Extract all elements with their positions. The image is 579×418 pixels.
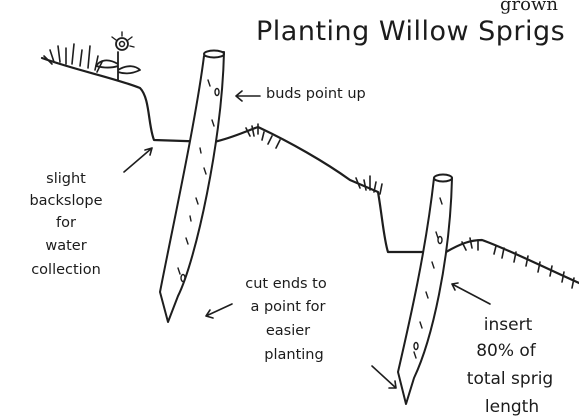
label-cut-ends-line: planting	[264, 347, 323, 363]
label-cut-ends-line: easier	[266, 323, 310, 339]
label-backslope-line: collection	[31, 262, 101, 278]
label-cut-ends-line: cut ends to	[245, 276, 327, 292]
label-backslope-line: for	[56, 215, 76, 231]
label-insert-line: total sprig	[467, 369, 553, 389]
arrow-cut-ends-right	[372, 366, 396, 388]
label-insert-line: insert	[484, 315, 533, 335]
grass-tuft-bottom	[462, 238, 574, 288]
label-backslope-line: water	[45, 238, 86, 254]
partial-top-word: grown	[500, 0, 558, 15]
label-backslope: slight backslope for water collection	[29, 171, 102, 278]
arrow-backslope	[124, 148, 152, 172]
label-cut-ends-line: a point for	[250, 299, 325, 315]
flower-icon	[96, 32, 140, 80]
label-insert: insert 80% of total sprig length	[467, 315, 553, 417]
label-backslope-line: slight	[46, 171, 86, 187]
arrow-buds	[236, 91, 260, 101]
label-cut-ends: cut ends to a point for easier planting	[245, 276, 327, 363]
label-backslope-line: backslope	[29, 193, 102, 209]
diagram-title: Planting Willow Sprigs	[256, 16, 565, 47]
willow-sprig-right	[398, 175, 452, 405]
label-buds-point-up: buds point up	[266, 86, 366, 102]
willow-sprig-left	[160, 51, 224, 323]
arrow-cut-ends	[206, 304, 232, 318]
label-insert-line: 80% of	[476, 341, 537, 361]
arrow-insert	[452, 283, 490, 304]
label-insert-line: length	[485, 397, 539, 417]
